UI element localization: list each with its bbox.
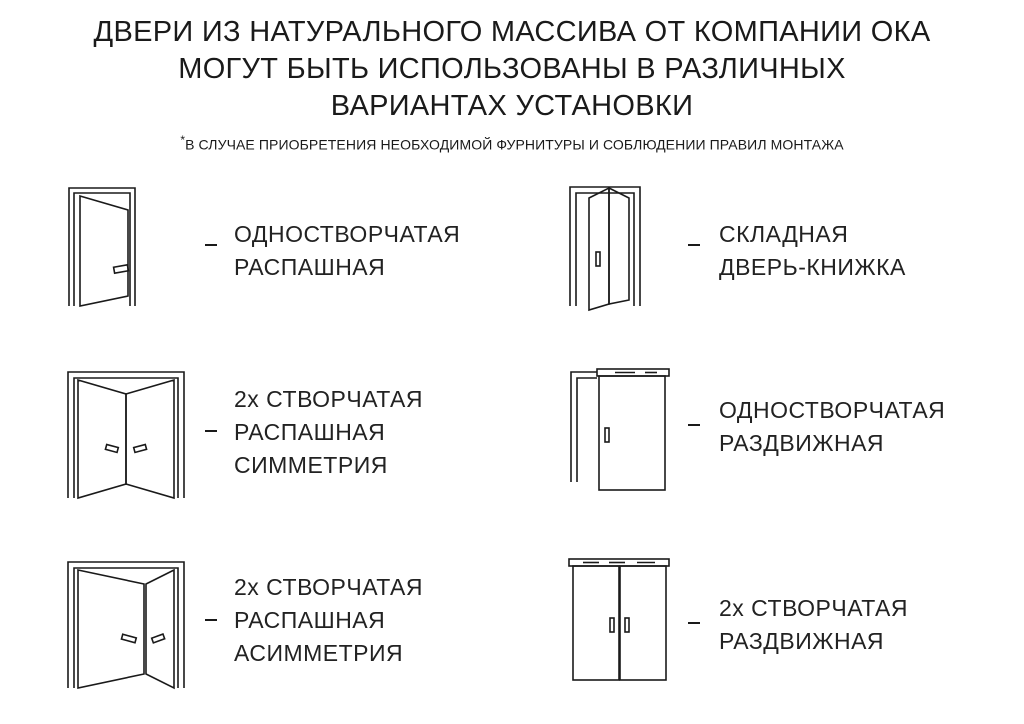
dash-6 xyxy=(688,622,700,624)
double-swing-symmetric-door-icon xyxy=(67,371,185,500)
dash-4 xyxy=(688,424,700,426)
option-label-double-sliding: 2х СТВОРЧАТАЯ РАЗДВИЖНАЯ xyxy=(719,592,908,658)
label-line: РАСПАШНАЯ xyxy=(234,419,386,445)
option-label-folding: СКЛАДНАЯ ДВЕРЬ-КНИЖКА xyxy=(719,218,906,284)
label-line: ОДНОСТВОРЧАТАЯ xyxy=(719,397,946,423)
label-line: 2х СТВОРЧАТАЯ xyxy=(719,595,908,621)
single-sliding-door-icon xyxy=(570,368,670,491)
label-line: СИММЕТРИЯ xyxy=(234,452,388,478)
double-swing-asymmetric-door-icon xyxy=(67,561,185,690)
option-label-double-swing-asymmetric: 2х СТВОРЧАТАЯ РАСПАШНАЯ АСИММЕТРИЯ xyxy=(234,571,423,670)
footnote-text: В СЛУЧАЕ ПРИОБРЕТЕНИЯ НЕОБХОДИМОЙ ФУРНИТ… xyxy=(185,136,844,153)
footnote-mark: * xyxy=(180,133,186,147)
title-line-2: МОГУТ БЫТЬ ИСПОЛЬЗОВАНЫ В РАЗЛИЧНЫХ xyxy=(178,53,846,85)
title-line-3: ВАРИАНТАХ УСТАНОВКИ xyxy=(330,90,694,122)
label-line: РАЗДВИЖНАЯ xyxy=(719,628,885,654)
dash-3 xyxy=(205,430,217,432)
option-label-double-swing-symmetric: 2х СТВОРЧАТАЯ РАСПАШНАЯ СИММЕТРИЯ xyxy=(234,383,423,482)
label-line: ОДНОСТВОРЧАТАЯ xyxy=(234,221,461,247)
label-line: СКЛАДНАЯ xyxy=(719,221,849,247)
title-line-1: ДВЕРИ ИЗ НАТУРАЛЬНОГО МАССИВА ОТ КОМПАНИ… xyxy=(93,16,931,48)
dash-5 xyxy=(205,619,217,621)
folding-door-icon xyxy=(569,186,641,312)
label-line: 2х СТВОРЧАТАЯ xyxy=(234,386,423,412)
double-sliding-door-icon xyxy=(568,558,670,681)
label-line: РАСПАШНАЯ xyxy=(234,254,386,280)
dash-1 xyxy=(205,244,217,246)
label-line: ДВЕРЬ-КНИЖКА xyxy=(719,254,906,280)
page-title: ДВЕРИ ИЗ НАТУРАЛЬНОГО МАССИВА ОТ КОМПАНИ… xyxy=(0,14,1024,125)
label-line: РАСПАШНАЯ xyxy=(234,607,386,633)
label-line: АСИММЕТРИЯ xyxy=(234,640,404,666)
label-line: 2х СТВОРЧАТАЯ xyxy=(234,574,423,600)
single-swing-door-icon xyxy=(68,187,136,307)
option-label-single-swing: ОДНОСТВОРЧАТАЯ РАСПАШНАЯ xyxy=(234,218,460,284)
dash-2 xyxy=(688,244,700,246)
label-line: РАЗДВИЖНАЯ xyxy=(719,430,885,456)
footnote: *В СЛУЧАЕ ПРИОБРЕТЕНИЯ НЕОБХОДИМОЙ ФУРНИ… xyxy=(0,133,1024,153)
option-label-single-sliding: ОДНОСТВОРЧАТАЯ РАЗДВИЖНАЯ xyxy=(719,394,945,460)
